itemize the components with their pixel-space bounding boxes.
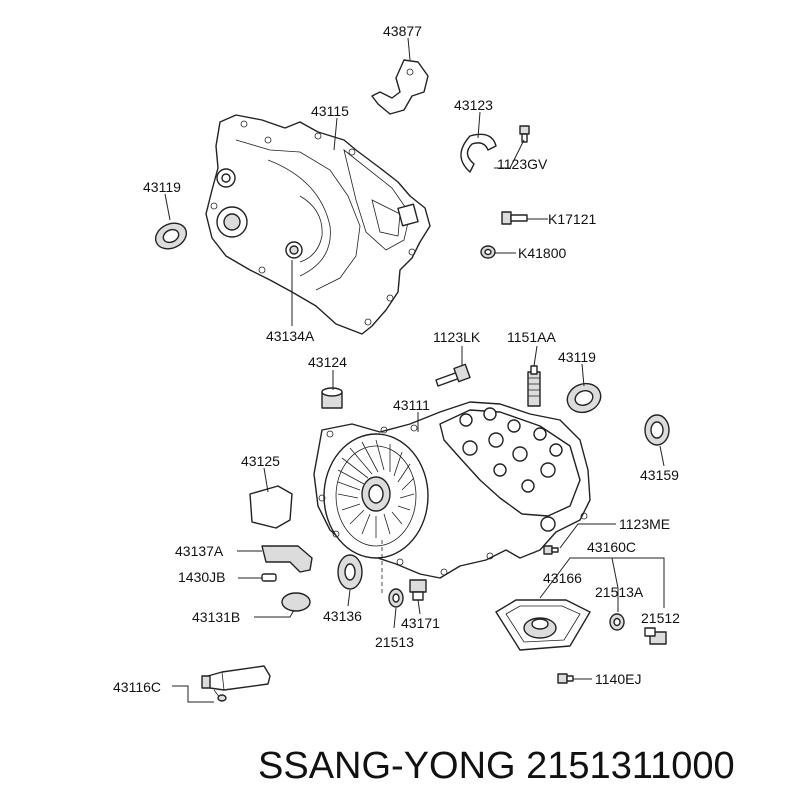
sealant-tube-43116C [201,665,271,702]
oil-seal-43119-upper [154,222,188,250]
label-21513A: 21513A [595,584,644,600]
label-43123: 43123 [454,97,493,113]
label-K41800: K41800 [518,245,566,261]
label-43877: 43877 [383,23,422,39]
label-43124: 43124 [308,354,347,370]
oil-pan-43166 [495,599,591,651]
clutch-housing-43115 [205,114,431,335]
cap-43131B [281,592,311,612]
transaxle-case-43111 [313,401,591,579]
label-43160C: 43160C [587,539,636,555]
bolt-1140EJ [557,673,574,684]
label-43134A: 43134A [266,328,315,344]
part-number-caption: SSANG-YONG 2151311000 [258,745,735,787]
drain-plug-21512 [644,627,667,645]
seal-43136 [337,554,363,590]
oil-seal-43119-lower [566,382,602,414]
label-21513: 21513 [375,634,414,650]
label-43131B: 43131B [192,609,240,625]
label-43115: 43115 [311,103,349,119]
pin-1430JB [261,573,277,582]
snap-ring-43123 [460,133,497,173]
plug-43171 [409,579,427,601]
part-labels: 43877 43115 43123 1123GV 43119 K17121 K4… [113,23,680,695]
label-43125: 43125 [241,453,280,469]
stud-1151AA [527,365,541,407]
bracket-43137A [261,545,313,573]
bracket-43877 [371,59,429,115]
cover-43125 [249,485,293,529]
label-43159: 43159 [640,467,679,483]
bolt-K17121 [501,211,528,225]
washer-21513A [609,613,625,631]
oil-seal-43159 [644,414,670,446]
label-43119-lower: 43119 [558,349,596,365]
label-43166: 43166 [543,570,582,586]
bolt-1123ME [543,545,559,555]
label-43171: 43171 [401,615,440,631]
label-43119-upper: 43119 [143,179,181,195]
washer-K41800 [480,245,496,259]
label-1140EJ: 1140EJ [595,671,641,687]
leader-lines [164,37,665,703]
label-1430JB: 1430JB [178,569,225,585]
label-21512: 21512 [641,610,680,626]
bushing-43124 [321,387,343,409]
washer-21513 [388,588,404,608]
label-1123ME: 1123ME [619,516,670,532]
label-1123LK: 1123LK [433,329,481,345]
label-43111: 43111 [393,397,430,413]
label-K17121: K17121 [548,211,596,227]
label-1151AA: 1151AA [507,329,556,345]
label-43116C: 43116C [113,679,161,695]
label-1123GV: 1123GV [497,156,548,172]
label-43137A: 43137A [175,543,224,559]
bolt-1123LK [435,363,471,387]
label-43136: 43136 [323,608,362,624]
bolt-1123GV [519,125,530,143]
